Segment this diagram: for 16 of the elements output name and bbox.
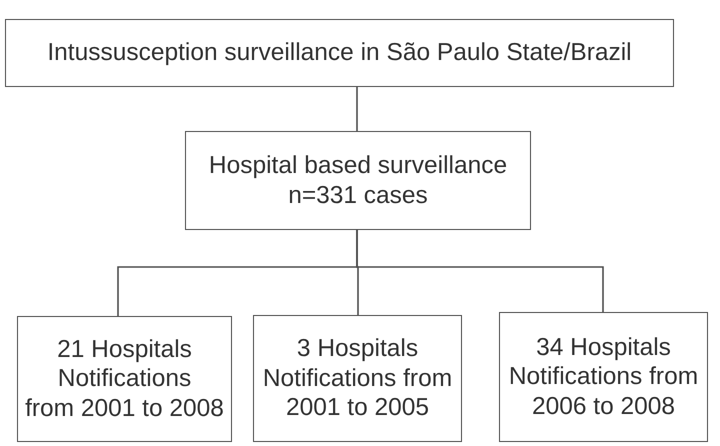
process-box <box>17 316 232 442</box>
process-box <box>253 315 462 442</box>
box-text: Notifications from 2001 to 2005 <box>262 364 454 423</box>
connector-line <box>356 87 358 131</box>
process-box <box>499 312 708 442</box>
box-heading: Intussusception surveillance in São Paulo State/Brazil <box>47 38 632 68</box>
connector-line <box>356 230 604 312</box>
box-text: Notifications from 2006 to 2008 <box>508 362 700 422</box>
box-heading: Hospital based surveillance <box>208 151 508 180</box>
box-heading: 3 Hospitals <box>296 334 418 364</box>
box-text: Notifications from 2001 to 2008 <box>24 364 225 424</box>
box-heading: 21 Hospitals <box>57 334 192 364</box>
process-box <box>185 131 531 230</box>
box-heading: 34 Hospitals <box>536 332 671 362</box>
box-text: n=331 cases <box>288 180 428 210</box>
process-box <box>5 19 674 87</box>
